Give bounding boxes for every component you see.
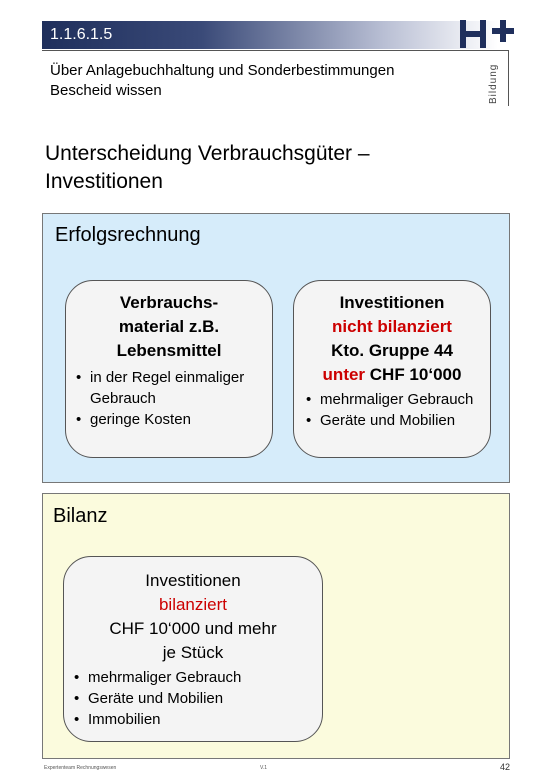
card-right-line-4-rest: CHF 10‘000 [365, 365, 462, 384]
card-right-line-4-red: unter [322, 365, 366, 384]
subtitle-line-1: Über Anlagebuchhaltung und Sonderbestimm… [50, 62, 395, 79]
investitionen-bilanziert-card: Investitionen bilanziert CHF 10‘000 und … [63, 556, 323, 742]
card-bilanz-line-2: bilanziert [158, 595, 228, 614]
erfolgsrechnung-label: Erfolgsrechnung [55, 224, 201, 246]
page-title: Unterscheidung Verbrauchsgüter – Investi… [45, 140, 505, 196]
page-subtitle: Über Anlagebuchhaltung und Sonderbestimm… [50, 61, 490, 101]
list-item: mehrmaliger Gebrauch [302, 389, 490, 410]
card-left-line-1: Verbrauchs- [119, 293, 219, 312]
bilanz-panel: Bilanz Investitionen bilanziert CHF 10‘0… [42, 493, 510, 759]
investitionen-nicht-bilanziert-card: Investitionen nicht bilanziert Kto. Grup… [293, 280, 491, 458]
card-right-line-3: Kto. Gruppe 44 [331, 341, 453, 360]
card-right-line-2: nicht bilanziert [332, 317, 452, 336]
list-item: Geräte und Mobilien [302, 410, 490, 431]
bilanz-label: Bilanz [53, 505, 108, 527]
card-left-line-2: material z.B. [118, 317, 220, 336]
header-divider [42, 50, 508, 51]
footer-version: V.1 [260, 765, 268, 771]
list-item: mehrmaliger Gebrauch [70, 667, 322, 688]
header-vertical-divider [508, 50, 509, 106]
header-bar [42, 21, 498, 49]
verbrauchsmaterial-card: Verbrauchs- material z.B. Lebensmittel i… [65, 280, 273, 458]
section-number: 1.1.6.1.5 [50, 26, 113, 43]
footer-text: Expertenteam Rechnungswesen [44, 765, 117, 771]
list-item: Geräte und Mobilien [70, 688, 322, 709]
subtitle-line-2: Bescheid wissen [50, 82, 162, 99]
title-line-2: Investitionen [45, 170, 163, 193]
list-item: Immobilien [70, 709, 322, 730]
title-line-1: Unterscheidung Verbrauchsgüter – [45, 142, 370, 165]
card-right-line-1: Investitionen [339, 293, 445, 312]
h-plus-logo-icon [460, 20, 514, 48]
card-left-line-3: Lebensmittel [116, 341, 222, 360]
card-bilanz-line-3: CHF 10‘000 und mehr [109, 619, 277, 638]
card-bilanz-line-1: Investitionen [145, 571, 241, 590]
list-item: in der Regel einmaliger Gebrauch [72, 367, 256, 409]
card-right-line-4: unter CHF 10‘000 [294, 363, 490, 387]
list-item: geringe Kosten [72, 409, 256, 430]
erfolgsrechnung-panel: Erfolgsrechnung Verbrauchs- material z.B… [42, 213, 510, 483]
page-number: 42 [500, 762, 511, 772]
card-bilanz-line-4: je Stück [162, 643, 224, 662]
